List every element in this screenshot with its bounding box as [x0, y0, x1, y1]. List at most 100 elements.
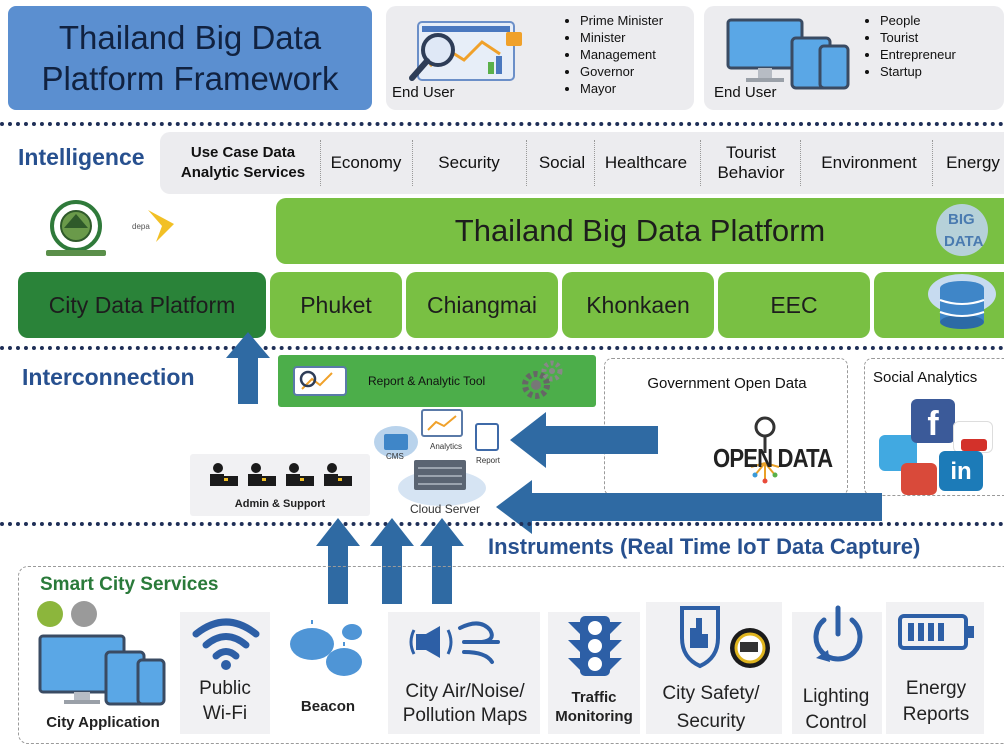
list-item: Minister	[580, 29, 663, 46]
report-label: Report	[476, 456, 501, 465]
intel-tourist-behavior: Tourist Behavior	[717, 143, 785, 182]
beacon-icon	[290, 620, 362, 676]
city-phuket: Phuket	[270, 272, 402, 338]
admin-support-label: Admin & Support	[234, 498, 326, 510]
open-data-logo: OPEN DATA	[713, 443, 833, 473]
depa-logo-text: depa	[132, 222, 150, 231]
city-data-platform-label: City Data Platform	[48, 291, 236, 318]
service-city-application: City Application	[46, 714, 160, 731]
arrow-up-icon	[316, 518, 360, 604]
depa-logo: depa	[130, 208, 176, 244]
divider	[932, 140, 933, 186]
divider	[594, 140, 595, 186]
service-lighting-control: Lighting Control	[802, 686, 870, 733]
divider	[800, 140, 801, 186]
city-eec-label: EEC	[770, 291, 818, 318]
government-open-data-title: Government Open Data	[647, 375, 807, 392]
report-dashboard-icon	[293, 366, 347, 396]
arrow-up-icon	[226, 332, 270, 404]
social-analytics-panel: Social Analytics f in	[864, 358, 1004, 496]
big-data-badge-icon: BIG DATA	[936, 204, 988, 256]
social-analytics-title: Social Analytics	[873, 369, 978, 386]
open-data-bulb-icon	[750, 416, 780, 484]
city-application-icon	[37, 601, 166, 706]
service-tile-safety	[646, 602, 782, 734]
arrow-left-icon	[510, 412, 658, 468]
admin-support-card: Admin & Support	[190, 454, 370, 516]
interconnection-label: Interconnection	[22, 364, 195, 390]
list-item: Prime Minister	[580, 12, 663, 29]
city-chiangmai-label: Chiangmai	[427, 291, 537, 318]
end-user-gov-label: End User	[392, 84, 455, 101]
intel-healthcare: Healthcare	[604, 153, 688, 172]
service-city-air-noise: City Air/Noise/ Pollution Maps	[402, 681, 528, 726]
city-data-platform: City Data Platform	[18, 272, 266, 338]
air-noise-icon	[409, 621, 500, 664]
divider	[412, 140, 413, 186]
analytics-label: Analytics	[430, 442, 463, 451]
svg-text:BIG: BIG	[948, 211, 975, 228]
city-phuket-label: Phuket	[300, 291, 372, 318]
intel-energy: Energy	[946, 153, 1000, 172]
city-chiangmai: Chiangmai	[406, 272, 558, 338]
list-item: Tourist	[880, 29, 956, 46]
service-traffic-monitoring: Traffic Monitoring	[555, 689, 633, 725]
intelligence-bar: Use Case Data Analytic Services Economy …	[160, 132, 1004, 194]
traffic-light-icon	[568, 616, 622, 676]
svg-text:DATA: DATA	[944, 233, 984, 250]
intel-social: Social	[538, 153, 586, 172]
report-analytic-tool-label: Report & Analytic Tool	[368, 374, 486, 388]
arrow-left-icon	[496, 480, 882, 534]
instruments-label: Instruments (Real Time IoT Data Capture)	[488, 534, 921, 559]
divider-bottom	[0, 522, 1004, 526]
city-eec: EEC	[718, 272, 870, 338]
analytics-dashboard-icon	[409, 21, 522, 81]
cloud-database-icon	[928, 274, 996, 329]
smart-city-services-label: Smart City Services	[40, 574, 219, 595]
cms-label: CMS	[386, 452, 404, 461]
cloud-server-cluster	[374, 409, 499, 506]
city-khonkaen: Khonkaen	[562, 272, 714, 338]
intel-use-case: Use Case Data Analytic Services	[180, 144, 306, 181]
gears-icon	[522, 360, 563, 399]
end-user-public-card: End User People Tourist Entrepreneur Sta…	[704, 6, 1004, 110]
page-title: Thailand Big Data Platform Framework	[8, 6, 372, 110]
youtube-icon-red	[961, 439, 987, 451]
depa-logo-mark	[148, 210, 174, 242]
service-public-wifi: Public Wi-Fi	[199, 678, 251, 724]
list-item: Entrepreneur	[880, 46, 956, 63]
intel-economy: Economy	[330, 153, 402, 172]
battery-icon	[898, 614, 974, 650]
list-item: Startup	[880, 63, 956, 80]
divider	[700, 140, 701, 186]
arrow-up-icon	[370, 518, 414, 604]
service-city-safety: City Safety/ Security	[662, 683, 760, 732]
cloud-server-label: Cloud Server	[410, 502, 481, 516]
big-data-platform-bar: Thailand Big Data Platform	[276, 198, 1004, 264]
wifi-icon	[192, 618, 260, 670]
big-data-platform-label: Thailand Big Data Platform	[454, 213, 826, 248]
divider-top	[0, 122, 1004, 126]
facebook-icon: f	[911, 399, 955, 443]
devices-icon	[726, 18, 850, 90]
service-energy-reports: Energy Reports	[902, 678, 970, 725]
intel-security: Security	[438, 153, 500, 172]
lighting-power-icon	[813, 605, 863, 662]
list-item: Governor	[580, 63, 663, 80]
linkedin-icon: in	[939, 451, 983, 491]
ministry-seal-logo	[46, 200, 106, 256]
end-user-public-list: People Tourist Entrepreneur Startup	[864, 12, 956, 80]
admin-workers-icon	[210, 463, 352, 486]
end-user-gov-card: End User Prime Minister Minister Managem…	[386, 6, 694, 110]
google-plus-icon	[901, 463, 937, 495]
shield-city-icon	[680, 606, 770, 669]
arrow-up-icon	[420, 518, 464, 604]
end-user-public-label: End User	[714, 84, 777, 101]
city-khonkaen-label: Khonkaen	[586, 291, 690, 318]
government-open-data-panel: Government Open Data OPEN DATA	[604, 358, 848, 496]
service-beacon: Beacon	[300, 698, 356, 715]
intel-environment: Environment	[821, 153, 917, 172]
divider	[320, 140, 321, 186]
list-item: People	[880, 12, 956, 29]
end-user-gov-list: Prime Minister Minister Management Gover…	[564, 12, 663, 97]
